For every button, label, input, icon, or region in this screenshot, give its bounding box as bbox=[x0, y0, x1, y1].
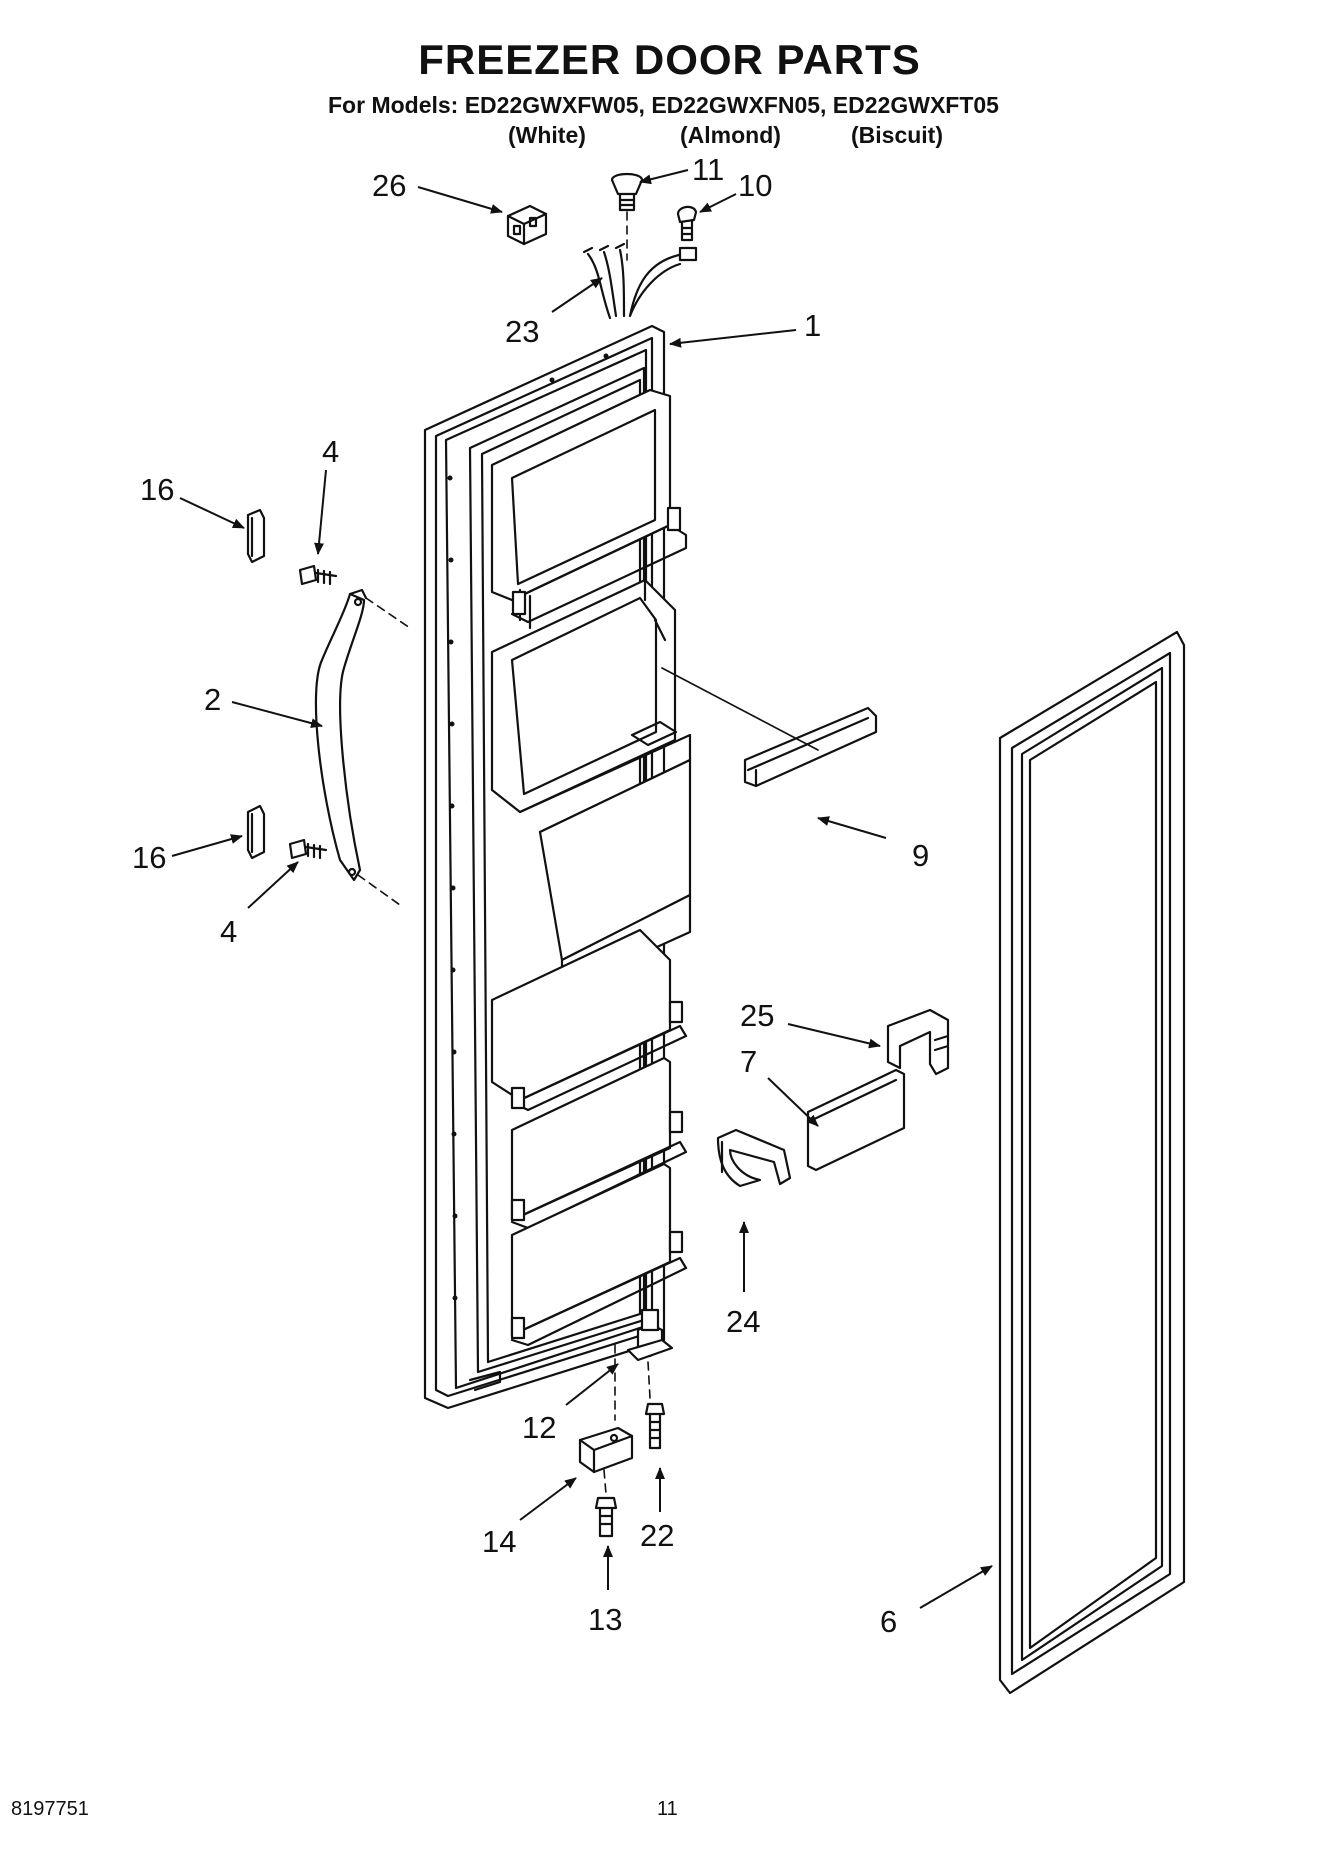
bin-end-cap-left bbox=[716, 1128, 792, 1188]
door-rail bbox=[743, 706, 878, 788]
callout-10: 10 bbox=[738, 168, 772, 203]
hinge-pin-screw bbox=[644, 1402, 666, 1450]
variant-biscuit: (Biscuit) bbox=[851, 122, 943, 148]
leader-25 bbox=[787, 1023, 881, 1049]
bin-front-panel bbox=[806, 1068, 906, 1172]
leader-23 bbox=[551, 277, 603, 313]
door-bin-top bbox=[490, 388, 688, 630]
handle-screw-lower bbox=[288, 838, 328, 860]
door-bin-middle bbox=[490, 928, 688, 1112]
leader-2 bbox=[231, 701, 323, 728]
variant-almond: (Almond) bbox=[680, 122, 781, 148]
handle-screw-upper bbox=[298, 564, 338, 586]
leader-4-bottom bbox=[247, 861, 299, 909]
leader-11 bbox=[639, 169, 689, 185]
leader-4-top bbox=[314, 469, 327, 555]
wire-harness-connector bbox=[506, 204, 548, 246]
callout-4-bottom: 4 bbox=[220, 914, 237, 949]
callout-9: 9 bbox=[912, 838, 929, 873]
wire-harness bbox=[582, 242, 698, 320]
door-bin-bottom bbox=[510, 1162, 688, 1347]
leader-9 bbox=[817, 816, 887, 839]
models-line: For Models: ED22GWXFW05, ED22GWXFN05, ED… bbox=[328, 92, 999, 118]
callout-16-bottom: 16 bbox=[132, 840, 166, 875]
page-title: FREEZER DOOR PARTS bbox=[418, 36, 921, 83]
leader-10 bbox=[699, 193, 737, 213]
leader-6 bbox=[919, 1565, 993, 1609]
leader-14 bbox=[519, 1477, 577, 1521]
callout-26: 26 bbox=[372, 168, 406, 203]
callout-24: 24 bbox=[726, 1304, 760, 1339]
hinge-bushing bbox=[626, 1308, 674, 1362]
door-bin-lower bbox=[510, 1056, 688, 1230]
callout-22: 22 bbox=[640, 1518, 674, 1553]
callout-14: 14 bbox=[482, 1524, 516, 1559]
callout-2: 2 bbox=[204, 682, 221, 717]
bin-end-cap-right bbox=[886, 1008, 950, 1076]
callout-1: 1 bbox=[804, 308, 821, 343]
page-number: 11 bbox=[657, 1798, 678, 1820]
light-bulb bbox=[676, 205, 698, 242]
leader-26 bbox=[417, 186, 503, 214]
document-number: 8197751 bbox=[11, 1798, 89, 1820]
callout-23: 23 bbox=[505, 314, 539, 349]
leader-7 bbox=[767, 1077, 819, 1127]
handle-end-cap-upper bbox=[246, 508, 266, 564]
callout-25: 25 bbox=[740, 998, 774, 1033]
door-handle bbox=[314, 588, 368, 882]
callout-16-top: 16 bbox=[140, 472, 174, 507]
callout-7: 7 bbox=[740, 1044, 757, 1079]
callout-6: 6 bbox=[880, 1604, 897, 1639]
leader-16-bottom bbox=[171, 834, 243, 857]
leader-12 bbox=[565, 1363, 619, 1406]
callout-11: 11 bbox=[692, 152, 724, 187]
callout-4-top: 4 bbox=[322, 434, 339, 469]
door-gasket bbox=[998, 630, 1186, 1695]
leader-16-top bbox=[179, 497, 245, 529]
hinge-screw bbox=[594, 1496, 618, 1538]
callout-12: 12 bbox=[522, 1410, 556, 1445]
hinge-bracket bbox=[578, 1426, 634, 1474]
dispenser-light-socket bbox=[610, 172, 644, 212]
variant-white: (White) bbox=[508, 122, 586, 148]
handle-end-cap-lower bbox=[246, 804, 266, 860]
callout-13: 13 bbox=[588, 1602, 622, 1637]
leader-1 bbox=[669, 329, 797, 348]
